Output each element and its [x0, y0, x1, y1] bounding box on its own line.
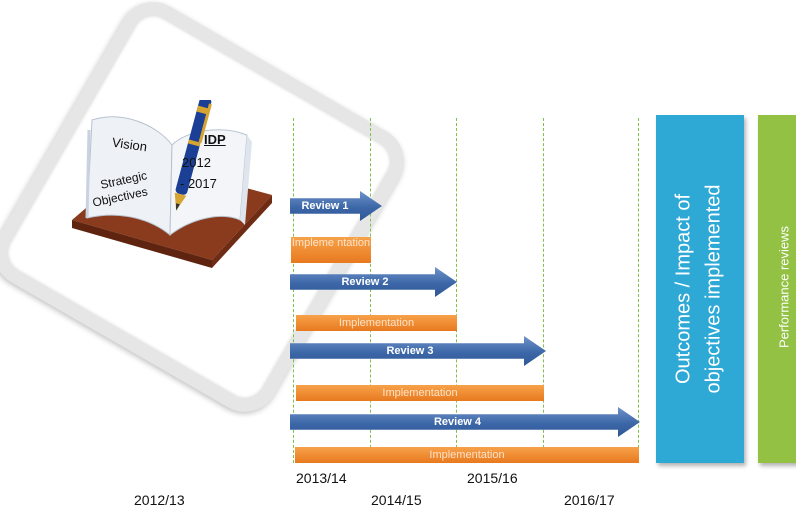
year-label-2014: 2014/15	[371, 492, 422, 508]
review-4-label: Review 4	[433, 416, 482, 428]
year-gridline	[293, 118, 294, 463]
review-1-label: Review 1	[301, 200, 349, 212]
book-illustration: Vision IDP 2012 - 2017 Strategic Objecti…	[62, 96, 282, 270]
book-idp-text: IDP	[204, 132, 226, 147]
year-gridline	[543, 118, 544, 463]
outcomes-box: Outcomes / Impact of objectives implemen…	[656, 115, 744, 463]
book-years-top-text: 2012	[182, 155, 211, 170]
year-label-2013: 2013/14	[296, 470, 347, 486]
review-2-label: Review 2	[341, 276, 389, 288]
implementation-2-bar: Implementation	[296, 315, 457, 331]
year-gridline	[370, 118, 371, 463]
year-gridline	[638, 118, 639, 463]
year-label-2015: 2015/16	[467, 470, 518, 486]
outcomes-line1: Outcomes / Impact of	[672, 193, 695, 385]
year-gridline	[456, 118, 457, 463]
year-label-2016: 2016/17	[564, 492, 615, 508]
review-3-label: Review 3	[386, 345, 434, 357]
implementation-1-bar: Impleme ntation	[291, 237, 371, 263]
performance-reviews-box: Performance reviews	[758, 115, 796, 463]
year-label-2012: 2012/13	[134, 492, 185, 508]
outcomes-line2: objectives implemented	[702, 184, 725, 394]
book-years-bottom-text: - 2017	[180, 176, 217, 191]
open-book-icon	[72, 96, 272, 268]
implementation-3-bar: Implementation	[296, 385, 544, 401]
performance-reviews-label: Performance reviews	[776, 225, 792, 349]
implementation-4-bar: Implementation	[295, 447, 639, 463]
